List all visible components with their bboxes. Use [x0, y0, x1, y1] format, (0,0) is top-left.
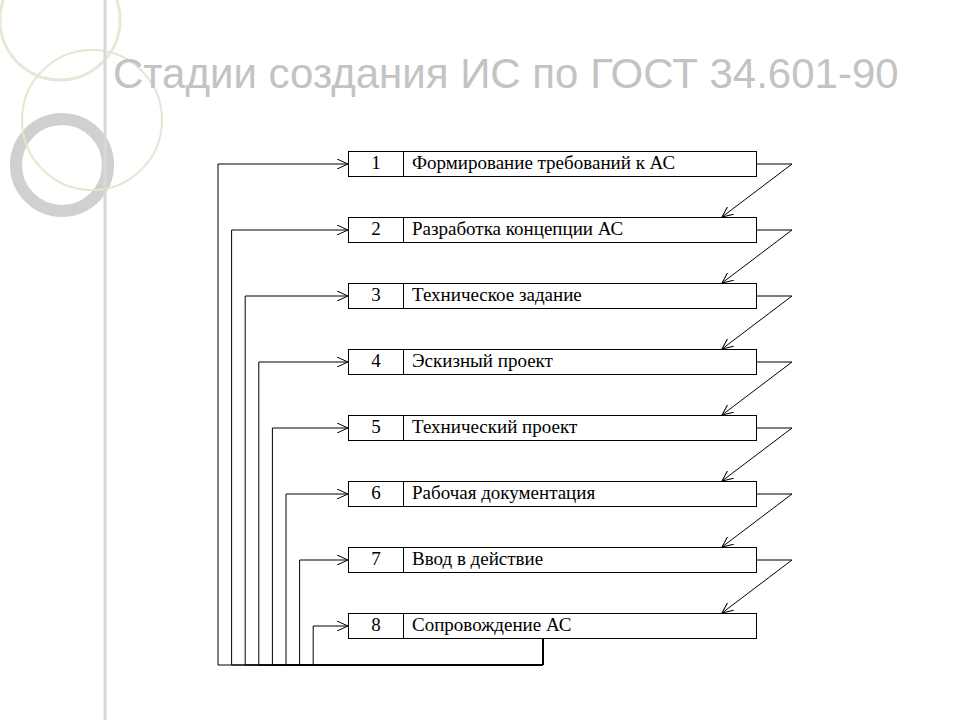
- stage-name: Формирование требований к АС: [404, 152, 681, 176]
- stage-name: Технический проект: [404, 416, 583, 440]
- stage-number: 4: [349, 350, 404, 374]
- stage-name: Эскизный проект: [404, 350, 559, 374]
- stage-number: 2: [349, 218, 404, 242]
- stage-box: 8Сопровождение АС: [348, 613, 757, 639]
- stage-number: 7: [349, 548, 404, 572]
- stage-number: 5: [349, 416, 404, 440]
- stage-box: 6Рабочая документация: [348, 481, 757, 507]
- stage-number: 1: [349, 152, 404, 176]
- stage-number: 8: [349, 614, 404, 638]
- deco-rule: [104, 0, 107, 720]
- stage-number: 3: [349, 284, 404, 308]
- stage-box: 3Техническое задание: [348, 283, 757, 309]
- return-arrow: [286, 494, 543, 665]
- deco-ring: [16, 119, 108, 211]
- deco-ring: [0, 0, 120, 80]
- stage-name: Сопровождение АС: [404, 614, 577, 638]
- stage-name: Ввод в действие: [404, 548, 549, 572]
- stage-name: Рабочая документация: [404, 482, 601, 506]
- stage-box: 1Формирование требований к АС: [348, 151, 757, 177]
- stage-number: 6: [349, 482, 404, 506]
- stage-box: 7Ввод в действие: [348, 547, 757, 573]
- stage-name: Техническое задание: [404, 284, 588, 308]
- stage-box: 4Эскизный проект: [348, 349, 757, 375]
- stage-name: Разработка концепции АС: [404, 218, 629, 242]
- stage-box: 5Технический проект: [348, 415, 757, 441]
- slide-title: Стадии создания ИС по ГОСТ 34.601-90: [113, 50, 899, 98]
- stage-box: 2Разработка концепции АС: [348, 217, 757, 243]
